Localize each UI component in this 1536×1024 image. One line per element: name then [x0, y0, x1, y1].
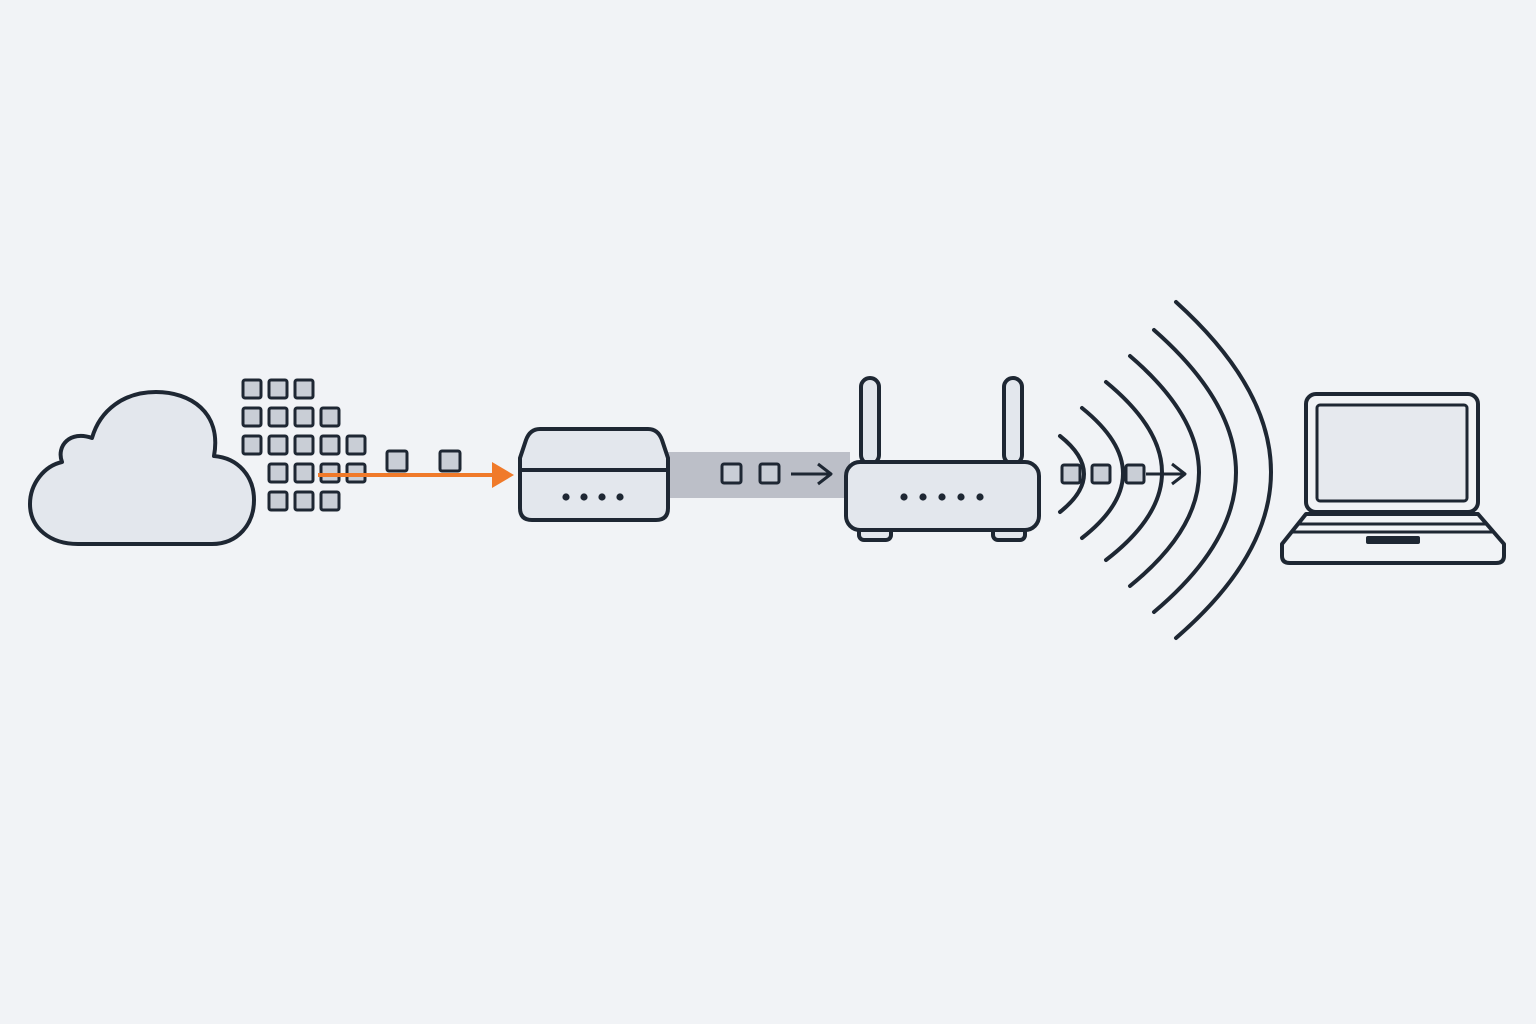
- status-lights: [562, 493, 624, 501]
- data-packet: [293, 462, 315, 484]
- data-packet: [293, 378, 315, 400]
- data-packet: [293, 406, 315, 428]
- antenna: [859, 376, 881, 466]
- data-packet: [319, 490, 341, 512]
- data-packet: [1090, 463, 1112, 485]
- data-packet: [438, 449, 462, 473]
- laptop-base: [1280, 512, 1506, 565]
- laptop-screen: [1315, 403, 1469, 503]
- arrow-right-icon: [791, 462, 833, 486]
- data-packet: [267, 434, 289, 456]
- data-packet: [1124, 463, 1146, 485]
- trackpad: [1366, 536, 1420, 544]
- data-packet: [267, 490, 289, 512]
- cloud-icon: [28, 390, 256, 546]
- wifi-router-icon: [844, 376, 1041, 542]
- data-packet: [758, 462, 781, 485]
- data-packet: [1060, 463, 1082, 485]
- link-modem-to-router: [668, 452, 850, 498]
- arrowhead: [492, 462, 514, 488]
- data-packet: [267, 462, 289, 484]
- data-packet: [293, 434, 315, 456]
- data-packet: [267, 378, 289, 400]
- link-cloud-to-modem: [318, 449, 514, 488]
- data-packet: [241, 406, 263, 428]
- antenna: [1002, 376, 1024, 466]
- data-packet: [241, 434, 263, 456]
- status-lights: [900, 493, 984, 501]
- data-packet: [319, 406, 341, 428]
- data-packet: [293, 490, 315, 512]
- data-packet: [241, 378, 263, 400]
- modem-icon: [518, 427, 670, 522]
- wifi-signal-icon: [1058, 300, 1273, 640]
- data-packet: [267, 406, 289, 428]
- data-packet: [385, 449, 409, 473]
- data-packet: [319, 434, 341, 456]
- laptop-icon: [1280, 392, 1506, 565]
- arrow-right-icon: [1146, 462, 1187, 486]
- data-packet: [720, 462, 743, 485]
- data-packet: [345, 434, 367, 456]
- link-router-to-laptop: [1058, 300, 1273, 640]
